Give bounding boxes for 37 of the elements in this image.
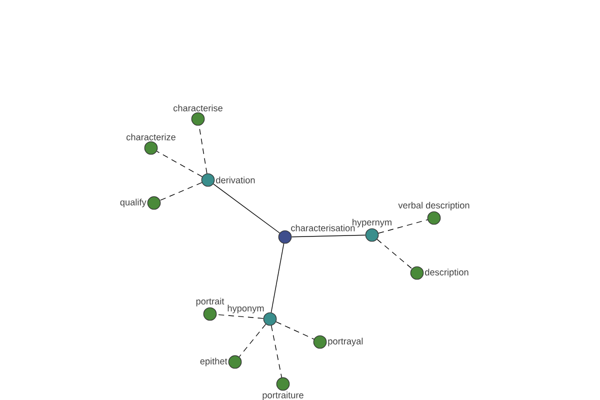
graph-node: portrayal bbox=[313, 335, 363, 349]
graph-node: characterize bbox=[126, 134, 176, 155]
graph-node: qualify bbox=[120, 196, 161, 210]
node-label: derivation bbox=[216, 176, 255, 184]
node-label: characterize bbox=[126, 134, 176, 140]
node-label: portrait bbox=[196, 298, 224, 306]
node-label: portraiture bbox=[262, 392, 304, 400]
graph-node: derivation bbox=[201, 173, 255, 187]
connector-line bbox=[238, 324, 266, 358]
graph-node: hypernym bbox=[352, 218, 392, 242]
node-label: hypernym bbox=[352, 218, 392, 228]
node-label: description bbox=[425, 268, 468, 278]
connector-line bbox=[276, 321, 314, 340]
node-label: characterisation bbox=[291, 224, 355, 232]
node-label: hyponym bbox=[228, 304, 264, 314]
connector-line bbox=[213, 184, 280, 234]
node-label: epithet bbox=[200, 358, 228, 366]
connector-line bbox=[376, 238, 412, 270]
graph-node: hyponym bbox=[228, 304, 277, 326]
node-label: portrayal bbox=[328, 338, 363, 346]
node-label: characterise bbox=[174, 104, 222, 112]
graph-node: description bbox=[410, 266, 468, 280]
connector-line bbox=[160, 182, 202, 201]
graph-node: portrait bbox=[196, 298, 224, 321]
connector-line bbox=[270, 243, 284, 313]
connector-line bbox=[291, 234, 366, 238]
graph-node: portraiture bbox=[262, 377, 304, 400]
connector-line bbox=[156, 150, 203, 178]
connector-line bbox=[378, 219, 428, 234]
node-label: qualify bbox=[120, 198, 146, 208]
connector-line bbox=[270, 325, 282, 378]
graph-node: characterise bbox=[174, 104, 222, 126]
node-label: verbal description bbox=[398, 202, 470, 210]
connector-line bbox=[216, 314, 264, 319]
graph-node: epithet bbox=[200, 355, 242, 369]
graph-node: verbal description bbox=[398, 202, 470, 225]
graph-node: characterisation bbox=[278, 224, 355, 244]
